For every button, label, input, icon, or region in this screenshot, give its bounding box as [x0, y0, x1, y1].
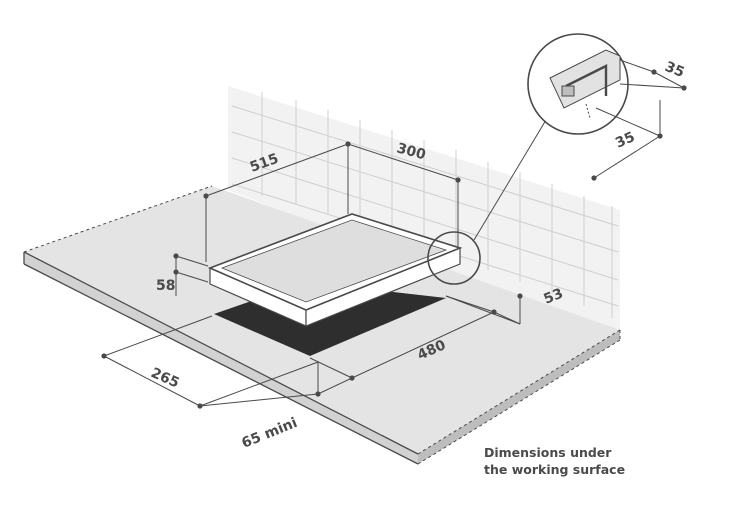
label-65-mini: 65 mini	[240, 415, 300, 452]
worktop-side-edge	[418, 330, 620, 464]
worktop-front-edge	[24, 252, 418, 464]
label-58: 58	[156, 278, 175, 294]
label-300: 300	[395, 140, 428, 163]
label-53: 53	[542, 286, 566, 308]
dimension-lines	[103, 143, 521, 407]
dimension-points	[101, 141, 523, 409]
caption-line-2: the working surface	[484, 462, 626, 477]
label-detail-35-side: 35	[613, 129, 637, 152]
caption-line-1: Dimensions under	[484, 445, 612, 460]
detail-callout	[427, 33, 687, 285]
hob	[207, 213, 463, 327]
hob-glass-inner	[220, 219, 448, 303]
detail-highlight-circle	[427, 231, 481, 285]
caption: Dimensions under the working surface	[484, 444, 704, 478]
label-detail-35-top: 35	[663, 59, 687, 81]
